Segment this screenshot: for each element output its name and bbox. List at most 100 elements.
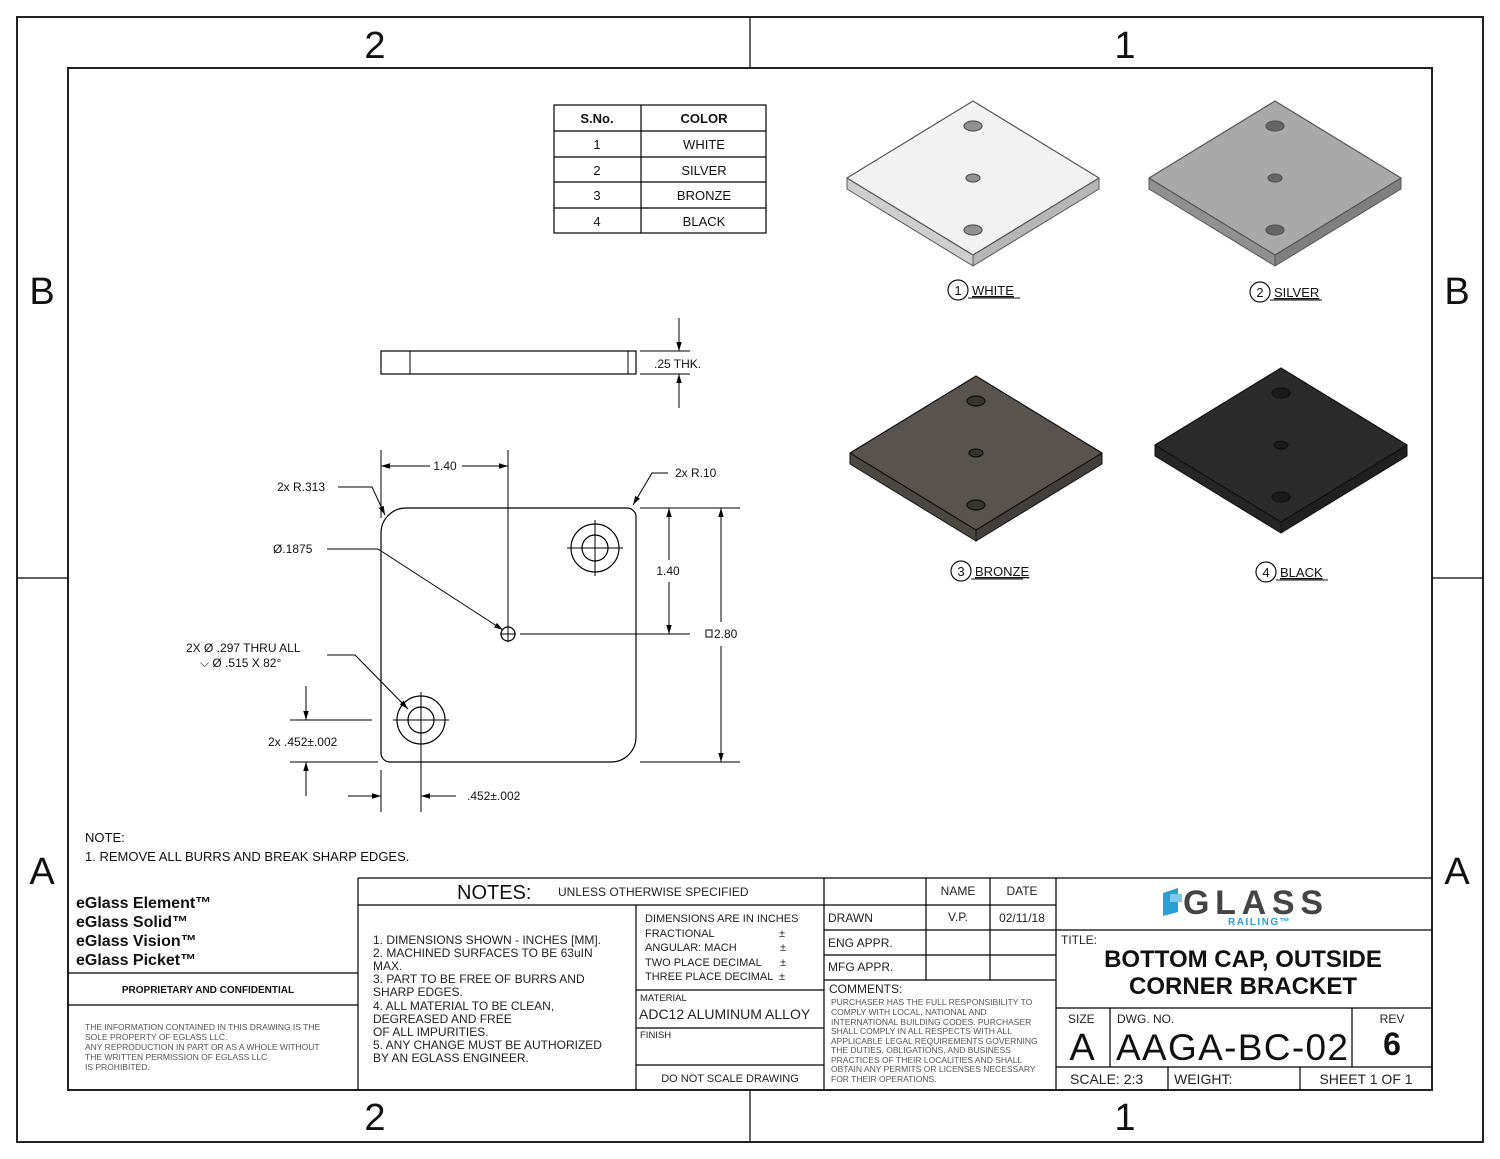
note-title: NOTE: (85, 830, 125, 845)
logo-subtitle: RAILING™ (1228, 917, 1291, 928)
balloon-icon (947, 279, 969, 301)
table-cell: BRONZE (677, 188, 732, 203)
weight: WEIGHT: (1174, 1071, 1232, 1087)
balloon-icon (1255, 561, 1277, 583)
front-view: 1.40 1.40 2.80 .452±.002 2x .452±.002 2x… (186, 450, 740, 812)
note-line: DEGREASED AND FREE (373, 1012, 512, 1026)
text-line: INTERNATIONAL BUILDING CODES. PURCHASER (831, 1017, 1031, 1027)
zone-label: B (29, 271, 54, 313)
text-line: OBTAIN ANY PERMITS OR LICENSES NECESSARY (831, 1064, 1036, 1074)
text-line: THE WRITTEN PERMISSION OF EGLASS LLC (85, 1052, 267, 1062)
drawing-title: BOTTOM CAP, OUTSIDE (1104, 946, 1382, 973)
rev-label: REV (1380, 1012, 1405, 1026)
hole (1271, 491, 1291, 503)
size-value: A (1069, 1027, 1095, 1069)
tolerance-row: TWO PLACE DECIMAL (645, 957, 762, 969)
table-cell: BLACK (683, 214, 726, 229)
sheet-number: SHEET 1 OF 1 (1319, 1071, 1412, 1087)
hole (968, 448, 984, 458)
hole (1267, 173, 1283, 183)
hole (965, 173, 981, 183)
table-header: S.No. (580, 111, 613, 126)
title-block (68, 877, 1432, 1090)
view-number: 4 (1262, 565, 1269, 580)
view-number: 2 (1256, 285, 1263, 300)
rev-value: 6 (1383, 1026, 1401, 1062)
tolerance-sign: ± (779, 928, 785, 940)
product-list: eGlass Element™ eGlass Solid™ eGlass Vis… (76, 895, 211, 969)
note-line: 5. ANY CHANGE MUST BE AUTHORIZED (373, 1038, 602, 1052)
dimension-label: 1.40 (433, 459, 457, 473)
hole-callout: 2X Ø .297 THRU ALL (186, 641, 301, 655)
note-line: 3. PART TO BE FREE OF BURRS AND (373, 972, 585, 986)
zone-label: A (1444, 851, 1470, 893)
sheet-border (16, 16, 1484, 1143)
do-not-scale: DO NOT SCALE DRAWING (661, 1073, 799, 1085)
table-header: NAME (941, 884, 976, 898)
dimension-label: .452±.002 (467, 789, 521, 803)
note-line: 4. ALL MATERIAL TO BE CLEAN, (373, 999, 554, 1013)
iso-view-bronze: 3 BRONZE (849, 375, 1103, 582)
hole (966, 499, 986, 511)
isometric-views: 1 WHITE 2 SILVER 3 BRONZE 4 BLACK (846, 100, 1408, 583)
view-label: BRONZE (975, 564, 1030, 579)
zone-label: B (1444, 271, 1469, 313)
radius-label: 2x R.10 (675, 466, 717, 480)
text-line: THE DUTIES, OBLIGATIONS, AND BUSINESS (831, 1045, 1011, 1055)
tolerance-row: FRACTIONAL (645, 928, 715, 940)
table-cell: 3 (593, 188, 600, 203)
table-cell: DRAWN (828, 911, 873, 925)
note-line: BY AN EGLASS ENGINEER. (373, 1051, 529, 1065)
overall-dimension-label: 2.80 (714, 627, 738, 641)
zone-label: 2 (364, 1097, 385, 1139)
view-label: WHITE (972, 283, 1014, 298)
note-line: 1. DIMENSIONS SHOWN - INCHES [MM]. (373, 933, 601, 947)
table-cell: V.P. (948, 910, 968, 924)
hole (963, 224, 983, 236)
zone-label: 2 (364, 25, 385, 67)
proprietary-text: THE INFORMATION CONTAINED IN THIS DRAWIN… (85, 1022, 321, 1072)
logo-word: GLASS (1183, 884, 1323, 922)
tolerance-sign: ± (780, 942, 786, 954)
hole (1265, 120, 1285, 132)
text-line: APPLICABLE LEGAL REQUIREMENTS GOVERNING (831, 1036, 1038, 1046)
text-line: THE INFORMATION CONTAINED IN THIS DRAWIN… (85, 1022, 321, 1032)
comments-text: PURCHASER HAS THE FULL RESPONSIBILITY TO… (831, 997, 1038, 1084)
radius-label: 2x R.313 (277, 480, 325, 494)
note-item: 1. REMOVE ALL BURRS AND BREAK SHARP EDGE… (85, 849, 409, 864)
product-name: eGlass Picket™ (76, 952, 196, 969)
table-cell: WHITE (683, 137, 725, 152)
title-label: TITLE: (1061, 933, 1097, 947)
drawing-title: CORNER BRACKET (1129, 973, 1357, 1000)
dwg-number: AAGA-BC-02 (1116, 1027, 1348, 1068)
iso-view-white: 1 WHITE (846, 100, 1100, 301)
material-label: MATERIAL (640, 993, 687, 1004)
view-label: BLACK (1280, 565, 1323, 580)
view-number: 3 (957, 564, 964, 579)
table-cell: 2 (593, 163, 600, 178)
tolerance-sign: ± (780, 957, 786, 969)
color-table: S.No. COLOR 1 WHITE 2 SILVER 3 BRONZE 4 … (553, 104, 767, 234)
table-header: COLOR (681, 111, 729, 126)
dimension-label: 2x .452±.002 (268, 735, 338, 749)
balloon-icon (950, 560, 972, 582)
material-value: ADC12 ALUMINUM ALLOY (639, 1006, 811, 1022)
notes-subtitle: UNLESS OTHERWISE SPECIFIED (558, 885, 749, 899)
zone-label: 1 (1114, 1097, 1135, 1139)
hole (966, 395, 986, 407)
table-cell: ENG APPR. (828, 936, 893, 950)
approvals-table: NAME DATE DRAWN V.P. 02/11/18 ENG APPR. … (828, 884, 1045, 974)
view-label: SILVER (1274, 285, 1319, 300)
text-line: SOLE PROPERTY OF EGLASS LLC. (85, 1032, 227, 1042)
tolerance-heading: DIMENSIONS ARE IN INCHES (645, 913, 798, 925)
hole (1271, 387, 1291, 399)
iso-view-black: 4 BLACK (1154, 367, 1408, 583)
table-cell: MFG APPR. (828, 960, 893, 974)
view-number: 1 (954, 283, 961, 298)
dimension-label: 1.40 (656, 564, 680, 578)
text-line: ANY REPRODUCTION IN PART OR AS A WHOLE W… (85, 1042, 320, 1052)
text-line: PURCHASER HAS THE FULL RESPONSIBILITY TO (831, 997, 1033, 1007)
tolerances: DIMENSIONS ARE IN INCHES FRACTIONAL ANGU… (645, 913, 798, 983)
table-cell: 02/11/18 (999, 911, 1045, 925)
hole (1265, 224, 1285, 236)
